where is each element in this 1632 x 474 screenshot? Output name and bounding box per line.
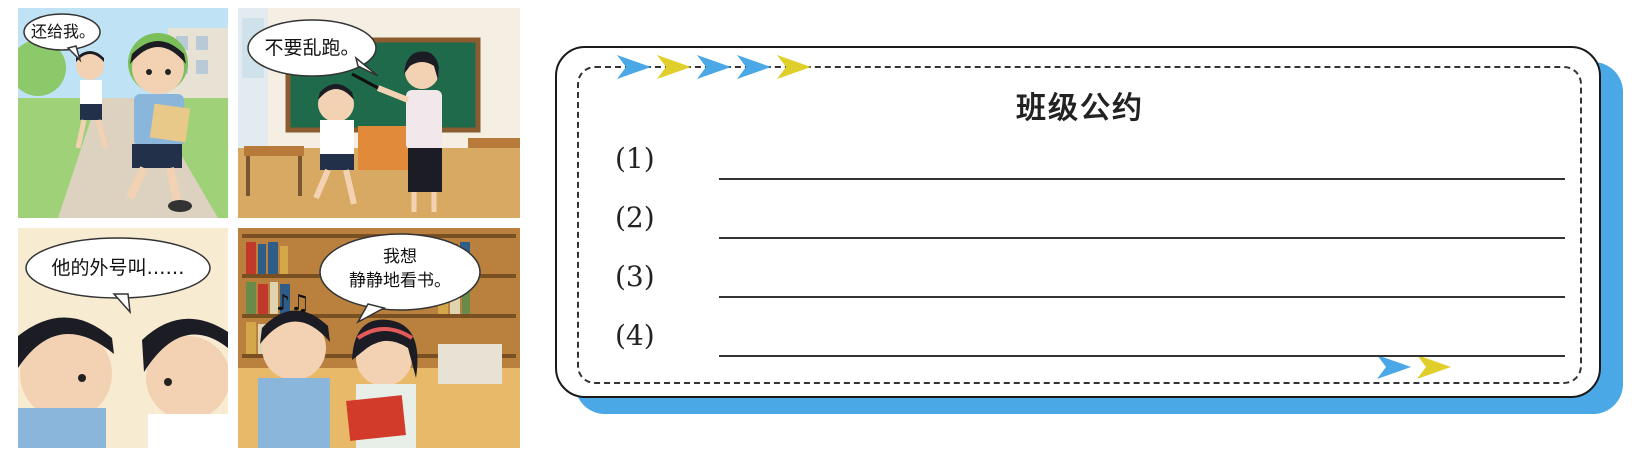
comic-panel-3: 他的外号叫…… — [18, 228, 228, 448]
panel-3-illustration — [18, 228, 228, 448]
card-title: 班级公约 — [1016, 91, 1144, 126]
rule-row-1: (1) — [615, 142, 1565, 182]
panel-2-illustration — [238, 8, 520, 218]
class-agreement-card: 班级公约 (1) (2) (3) (4) — [555, 46, 1625, 416]
panel-1-illustration — [18, 8, 228, 218]
panel-2-speech: 不要乱跑。 — [264, 37, 360, 59]
rule-row-2: (2) — [615, 201, 1565, 241]
panel-4-speech: 我想 静静地看书。 — [349, 247, 451, 291]
bottom-arrow-decoration-icon — [1377, 355, 1451, 379]
rule-row-3: (3) — [615, 260, 1565, 300]
rule-number: (3) — [615, 260, 655, 293]
svg-text:♪♫: ♪♫ — [276, 291, 310, 316]
rule-row-4: (4) — [615, 319, 1565, 359]
comic-panel-1: 还给我。 — [18, 8, 228, 218]
comic-panel-2: 不要乱跑。 — [238, 8, 520, 218]
comic-panel-4: ♪♫ 我想 静静地看书。 — [238, 228, 520, 448]
rule-answer-line[interactable] — [719, 178, 1565, 180]
rule-answer-line[interactable] — [719, 355, 1565, 357]
rule-answer-line[interactable] — [719, 296, 1565, 298]
top-arrow-decoration-icon — [617, 55, 811, 79]
rule-number: (4) — [615, 319, 655, 352]
panel-1-speech: 还给我。 — [30, 22, 95, 41]
panel-3-speech: 他的外号叫…… — [51, 257, 185, 279]
card-dashed-border — [577, 66, 1582, 384]
rule-number: (1) — [615, 142, 655, 175]
card-body: 班级公约 (1) (2) (3) (4) — [555, 46, 1601, 398]
panel-4-illustration: ♪♫ — [238, 228, 520, 448]
rule-number: (2) — [615, 201, 655, 234]
rule-answer-line[interactable] — [719, 237, 1565, 239]
